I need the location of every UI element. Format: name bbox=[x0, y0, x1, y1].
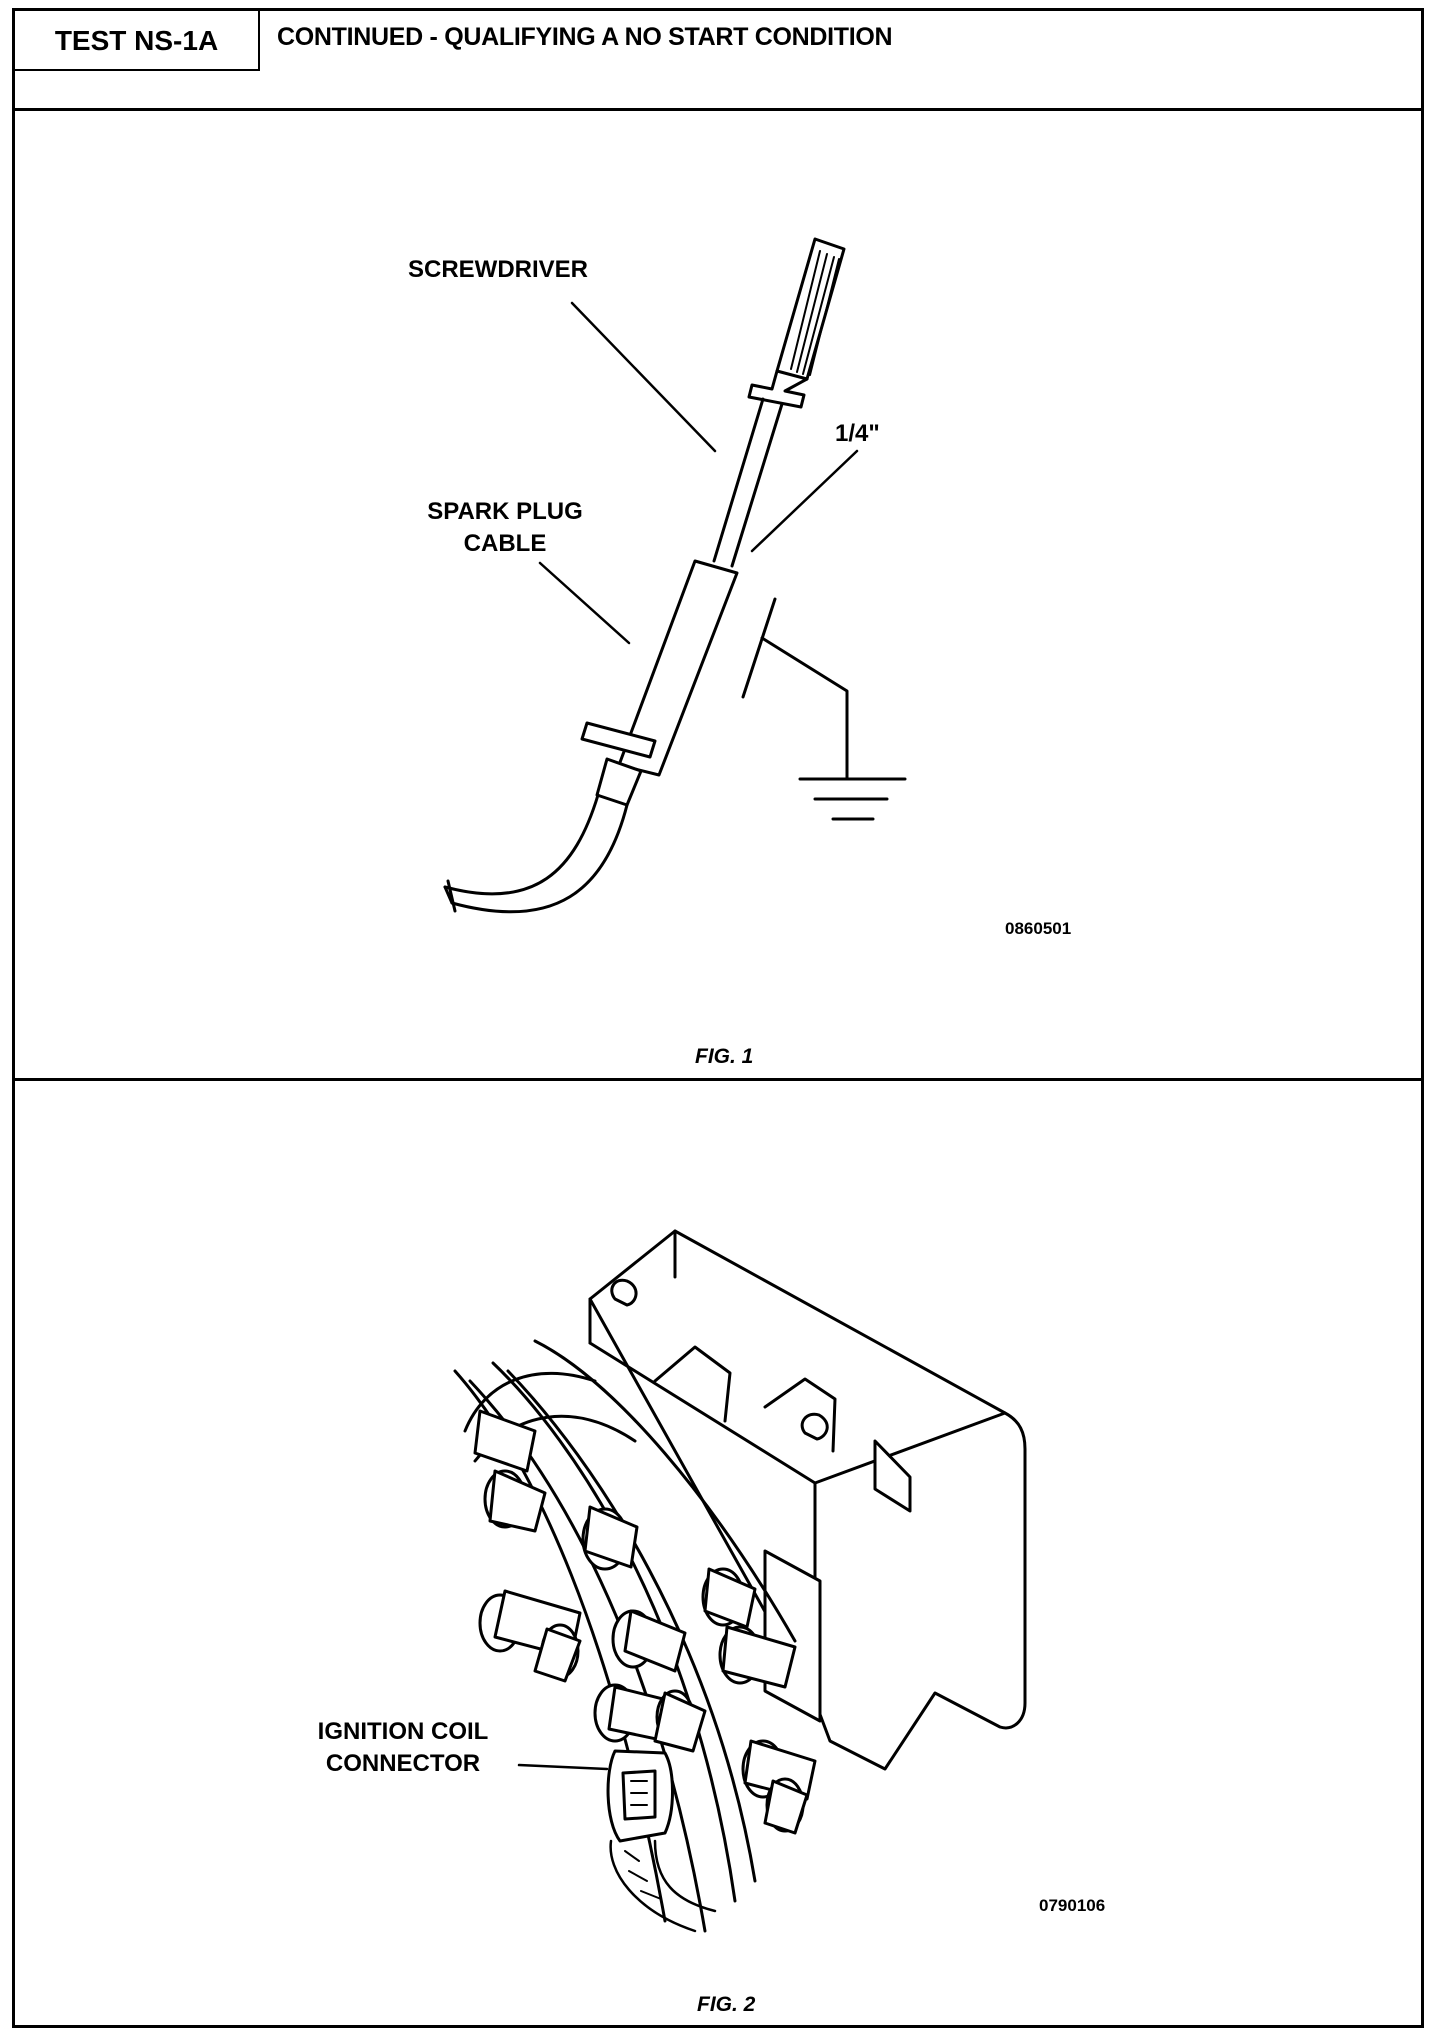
figure-1-panel: SCREWDRIVER 1/4" SPARK PLUG CABLE 086050… bbox=[15, 111, 1421, 1081]
figure-2-caption: FIG. 2 bbox=[697, 1993, 756, 2016]
spark-plug-cable-label-line2: CABLE bbox=[464, 530, 547, 557]
ignition-coil-connector-label-line1: IGNITION COIL bbox=[318, 1718, 489, 1745]
figure-2-illustration: IGNITION COIL CONNECTOR 0790106 FIG. 2 bbox=[318, 1229, 1105, 2016]
page-title: CONTINUED - QUALIFYING A NO START CONDIT… bbox=[277, 23, 893, 51]
page-header: TEST NS-1A CONTINUED - QUALIFYING A NO S… bbox=[15, 11, 1421, 111]
figure-2-panel: IGNITION COIL CONNECTOR 0790106 FIG. 2 bbox=[15, 1081, 1421, 2025]
figure-1-illustration: SCREWDRIVER 1/4" SPARK PLUG CABLE 086050… bbox=[408, 237, 1071, 1068]
gap-label: 1/4" bbox=[835, 420, 880, 447]
spark-plug-cable-label-line1: SPARK PLUG bbox=[427, 498, 583, 525]
screwdriver-label: SCREWDRIVER bbox=[408, 256, 588, 283]
figure-1-caption: FIG. 1 bbox=[695, 1045, 753, 1068]
test-id-box: TEST NS-1A bbox=[15, 11, 260, 71]
ignition-coil-connector-label-line2: CONNECTOR bbox=[326, 1750, 480, 1777]
figure-1-code: 0860501 bbox=[1005, 919, 1071, 938]
figure-2-code: 0790106 bbox=[1039, 1896, 1105, 1915]
page-frame: TEST NS-1A CONTINUED - QUALIFYING A NO S… bbox=[12, 8, 1424, 2028]
